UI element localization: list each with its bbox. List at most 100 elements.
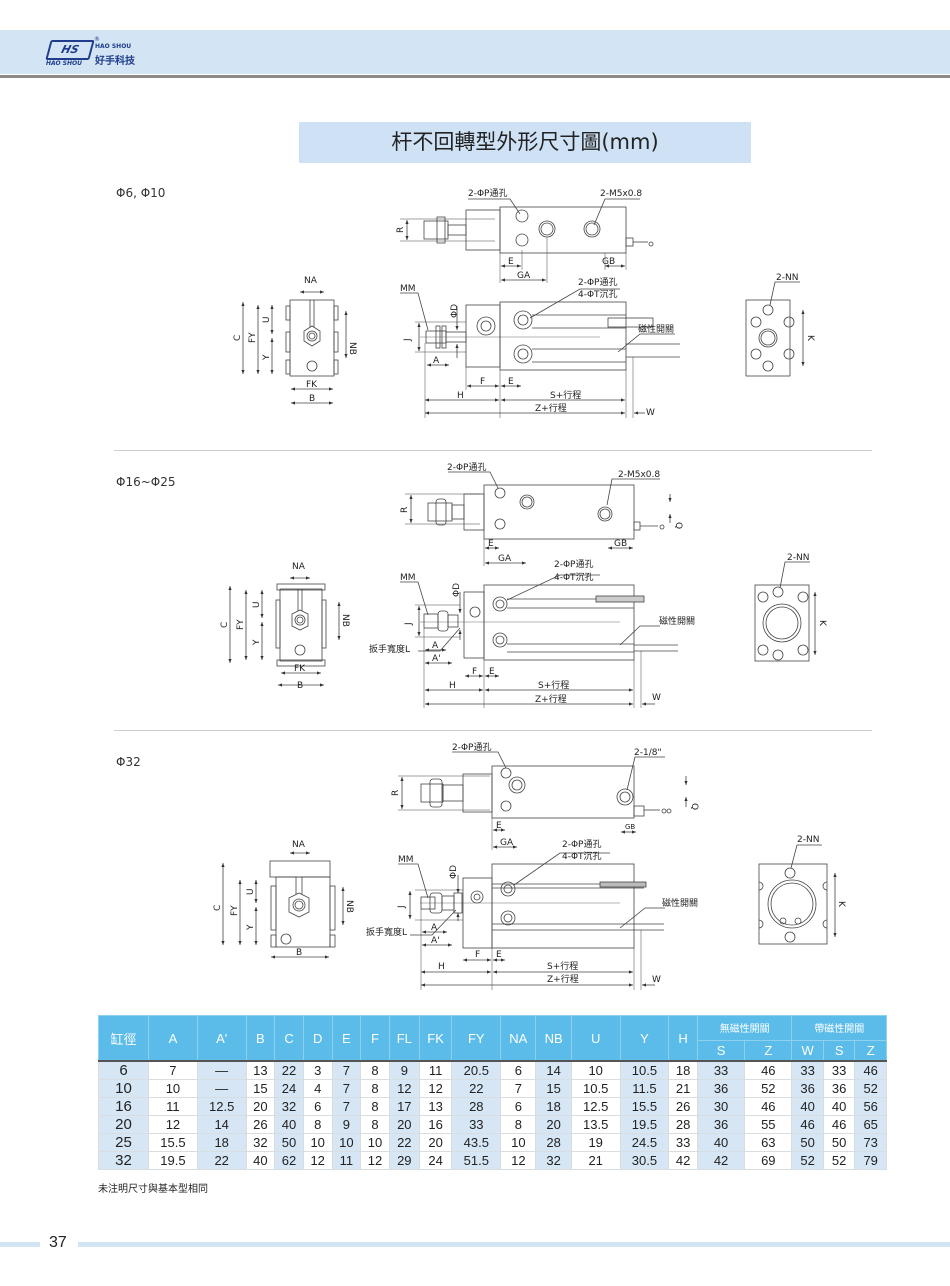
table-cell: 69	[744, 1151, 793, 1170]
s1-port-label: 2-M5x0.8	[600, 189, 642, 199]
s3-rear-hole-label: 2-NN	[797, 835, 819, 845]
table-cell: 11	[148, 1097, 198, 1116]
table-cell: 62	[274, 1151, 304, 1170]
col-header: A	[148, 1015, 198, 1062]
table-cell: 8	[302, 1115, 333, 1134]
table-cell: 21	[570, 1151, 621, 1170]
dim-label: FY	[236, 619, 246, 630]
s1-through-hole-label: 2-ΦP通孔	[468, 188, 508, 199]
dim-label: E	[496, 950, 502, 960]
table-cell: 36	[791, 1079, 824, 1098]
table-cell: 13	[418, 1097, 453, 1116]
section-divider	[114, 450, 872, 451]
dim-label: GB	[625, 823, 635, 831]
table-cell: 32	[274, 1097, 304, 1116]
dim-label: ΦD	[452, 583, 462, 597]
logo-chinese-name: 好手科技	[95, 56, 135, 67]
table-cell: 79	[854, 1151, 887, 1170]
table-cell: 46	[744, 1097, 793, 1116]
table-cell: 18	[535, 1097, 572, 1116]
table-cell: 10	[148, 1079, 198, 1098]
col-header: A'	[196, 1015, 247, 1062]
table-cell: 46	[744, 1060, 793, 1080]
s2-port-label: 2-M5x0.8	[618, 470, 660, 480]
dim-label: C	[233, 335, 243, 341]
col-header: FL	[388, 1015, 420, 1062]
table-cell: 40	[274, 1115, 304, 1134]
table-cell: 8	[360, 1097, 390, 1116]
dim-label: H	[457, 391, 464, 401]
dim-label: B	[309, 394, 315, 404]
table-cell: 19	[570, 1133, 621, 1152]
table-cell: 22	[388, 1133, 420, 1152]
table-cell: 10	[302, 1133, 333, 1152]
table-cell: 24	[418, 1151, 453, 1170]
col-header: F	[360, 1015, 390, 1062]
table-cell: 10	[570, 1060, 621, 1080]
dim-label: F	[475, 950, 480, 960]
dim-label: K	[805, 335, 815, 342]
dim-label: B	[296, 948, 302, 958]
s3-port-label: 2-1/8"	[634, 748, 662, 758]
table-cell: 9	[388, 1060, 420, 1080]
col-header: NB	[535, 1015, 572, 1062]
col-header: H	[668, 1015, 698, 1062]
s2-wrench-label: 扳手寬度L	[369, 643, 410, 655]
table-cell: 6	[302, 1097, 333, 1116]
dim-label: E	[508, 377, 514, 387]
s1-front-hole-label: 2-ΦP通孔	[578, 277, 618, 288]
dim-label: U	[246, 888, 256, 895]
group-header-with-switch: 帶磁性開關	[791, 1015, 887, 1041]
dim-label: FY	[248, 332, 258, 343]
sub-header: Z	[854, 1039, 887, 1062]
dim-label: MM	[398, 855, 414, 865]
table-cell: 6	[500, 1060, 537, 1080]
table-cell: 52	[744, 1079, 793, 1098]
table-cell: 30	[696, 1097, 746, 1116]
table-cell: 12.5	[196, 1097, 247, 1116]
s3-top-view	[398, 751, 688, 850]
dim-label: J	[404, 622, 414, 626]
dim-label: C	[220, 622, 230, 628]
dim-label: S+行程	[547, 960, 578, 972]
table-cell: 7	[148, 1060, 198, 1080]
col-header: B	[245, 1015, 276, 1062]
sub-header: S	[822, 1039, 856, 1062]
dim-label: A	[431, 923, 438, 933]
bore-size-cell: 32	[97, 1151, 150, 1170]
table-cell: 28	[451, 1097, 502, 1116]
dim-label: NB	[347, 342, 357, 355]
dim-label: J	[403, 338, 413, 342]
table-cell: 33	[791, 1060, 824, 1080]
table-cell: 73	[854, 1133, 887, 1152]
section-divider	[114, 730, 872, 731]
table-cell: 32	[245, 1133, 276, 1152]
table-cell: 29	[388, 1151, 420, 1170]
dim-label: Y	[252, 639, 262, 646]
table-cell: 36	[696, 1079, 746, 1098]
s2-front-hole-label: 2-ΦP通孔	[554, 559, 594, 570]
table-cell: 43.5	[451, 1133, 502, 1152]
table-cell: 26	[668, 1097, 698, 1116]
dim-label: NB	[340, 614, 350, 627]
table-cell: 8	[360, 1079, 390, 1098]
table-cell: 19.5	[148, 1151, 198, 1170]
table-cell: 33	[668, 1133, 698, 1152]
dim-label: U	[262, 316, 272, 323]
col-header: Y	[619, 1015, 670, 1062]
table-cell: 40	[696, 1133, 746, 1152]
table-cell: 30.5	[619, 1151, 670, 1170]
dim-label: NA	[292, 840, 306, 850]
col-header: FY	[451, 1015, 502, 1062]
table-cell: 32	[535, 1151, 572, 1170]
dim-label: S+行程	[538, 679, 569, 691]
dim-label: K	[817, 620, 827, 627]
bore-size-cell: 10	[97, 1079, 150, 1098]
dim-label: E	[489, 667, 495, 677]
dim-label: ΦD	[450, 304, 460, 318]
s1-rear-view	[745, 281, 805, 377]
dim-label: Y	[246, 924, 256, 931]
